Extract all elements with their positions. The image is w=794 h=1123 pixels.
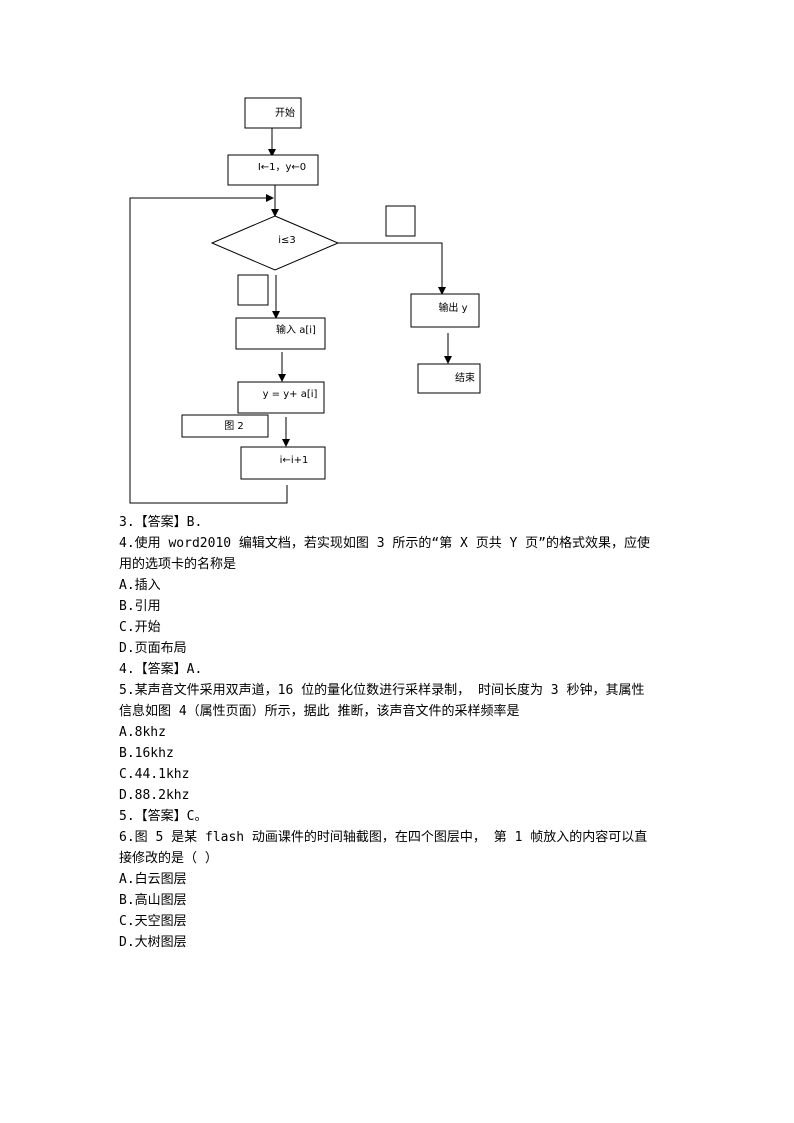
end-box: 结束 <box>417 363 481 394</box>
question-6-option-b: B.高山图层 <box>119 893 187 908</box>
question-6-stem-line-1: 6.图 5 是某 flash 动画课件的时间轴截图，在四个图层中， 第 1 帧放… <box>119 830 648 845</box>
question-5-option-b: B.16khz <box>119 746 174 761</box>
arrow-condition-to-output <box>338 242 446 295</box>
answer-4: 4.【答案】A. <box>119 662 203 677</box>
question-6-stem-line-2: 接修改的是（ ） <box>119 851 218 866</box>
question-5-option-d: D.88.2khz <box>119 788 190 803</box>
output-label: 输出 y <box>438 301 467 314</box>
question-4-option-b: B.引用 <box>119 599 161 614</box>
question-5-stem-line-1: 5.某声音文件采用双声道，16 位的量化位数进行采样录制， 时间长度为 3 秒钟… <box>119 683 645 698</box>
question-4-option-a: A.插入 <box>119 578 161 593</box>
question-6-option-a: A.白云图层 <box>119 872 187 887</box>
flowchart: 开始 I←1，y←0 i≤3 输入 a[i] y = y+ a[i] 图 2 i… <box>129 97 481 504</box>
figure-caption-box: 图 2 <box>181 414 269 438</box>
question-4-option-c: C.开始 <box>119 620 161 635</box>
end-label: 结束 <box>455 371 475 384</box>
question-5-option-a: A.8khz <box>119 725 166 740</box>
question-6-option-c: C.天空图层 <box>119 914 187 929</box>
increment-box: i←i+1 <box>240 446 326 480</box>
question-text: 3.【答案】B. 4.使用 word2010 编辑文档，若实现如图 3 所示的“… <box>119 512 689 953</box>
increment-label: i←i+1 <box>280 455 309 466</box>
answer-5: 5.【答案】C。 <box>119 809 208 824</box>
input-label: 输入 a[i] <box>276 323 316 336</box>
condition-diamond: i≤3 <box>210 215 340 271</box>
start-label: 开始 <box>275 106 295 119</box>
start-box: 开始 <box>244 97 302 129</box>
question-4-stem-line-2: 用的选项卡的名称是 <box>119 557 237 572</box>
question-5-option-c: C.44.1khz <box>119 767 190 782</box>
condition-label: i≤3 <box>278 235 296 246</box>
yes-label-box <box>237 274 269 306</box>
sum-box: y = y+ a[i] <box>237 381 325 414</box>
question-6-option-d: D.大树图层 <box>119 935 187 950</box>
figure-caption: 图 2 <box>224 420 244 432</box>
sum-label: y = y+ a[i] <box>263 389 318 400</box>
loop-back-line <box>129 194 288 504</box>
init-label: I←1，y←0 <box>258 162 306 173</box>
question-4-option-d: D.页面布局 <box>119 641 187 656</box>
output-box: 输出 y <box>410 293 480 328</box>
init-box: I←1，y←0 <box>227 154 319 186</box>
no-label-box <box>385 205 416 237</box>
question-5-stem-line-2: 信息如图 4（属性页面）所示，据此 推断，该声音文件的采样频率是 <box>119 704 520 719</box>
answer-3: 3.【答案】B. <box>119 515 203 530</box>
question-4-stem-line-1: 4.使用 word2010 编辑文档，若实现如图 3 所示的“第 X 页共 Y … <box>119 536 651 551</box>
input-box: 输入 a[i] <box>235 317 326 350</box>
